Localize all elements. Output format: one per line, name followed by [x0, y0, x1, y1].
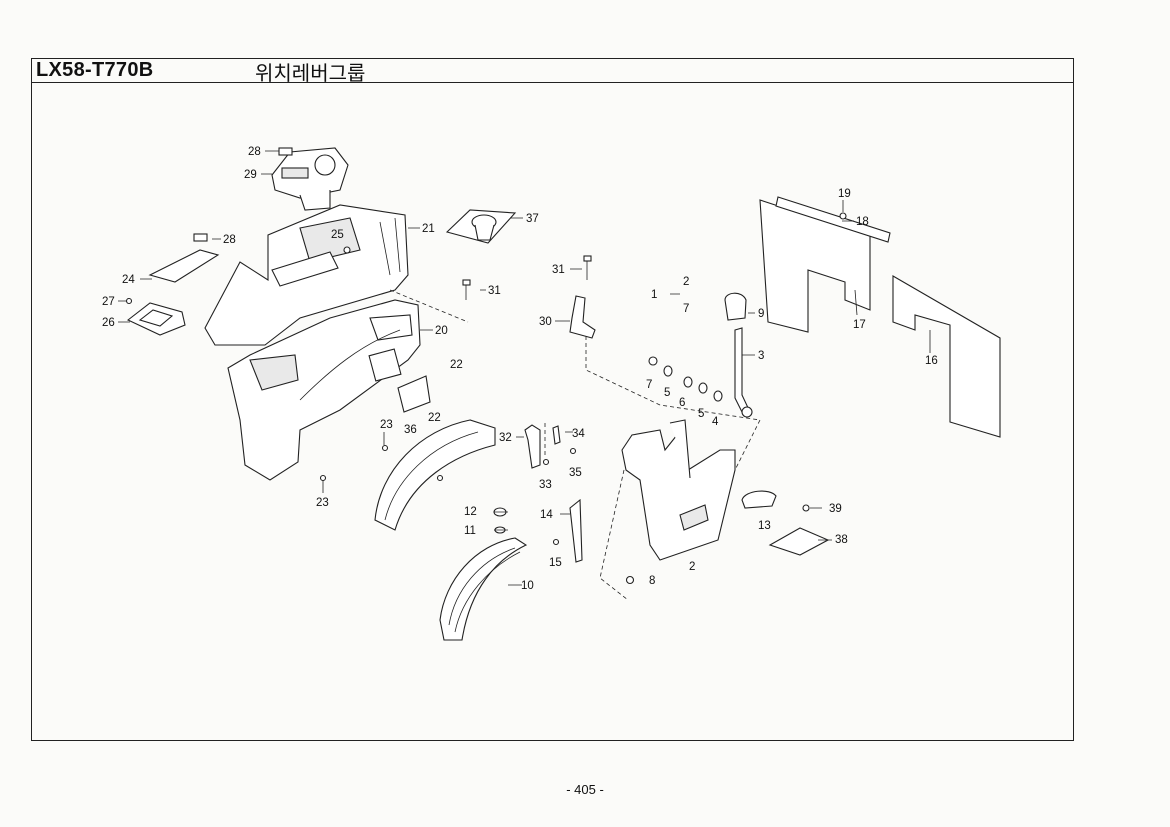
callout-2-top: 2 — [683, 276, 689, 288]
part-4-washer — [713, 390, 723, 402]
part-27-screw — [125, 297, 133, 305]
callout-5-right: 5 — [698, 408, 704, 420]
part-5-washer-b — [698, 382, 708, 394]
part-13-pad — [741, 490, 777, 509]
callout-32: 32 — [499, 432, 512, 444]
part-2-main-bracket — [621, 419, 736, 561]
part-14-stay — [569, 498, 583, 563]
callout-22-lower: 22 — [428, 412, 441, 424]
callout-33: 33 — [539, 479, 552, 491]
callout-15: 15 — [549, 557, 562, 569]
callout-31-right: 31 — [552, 264, 565, 276]
callout-38: 38 — [835, 534, 848, 546]
callout-37: 37 — [526, 213, 539, 225]
callout-2-bottom: 2 — [689, 561, 695, 573]
callout-25: 25 — [331, 229, 344, 241]
part-24-switch-panel — [148, 249, 220, 283]
callout-18: 18 — [856, 216, 869, 228]
part-9-grommet — [724, 292, 747, 321]
part-29-bezel — [271, 147, 349, 211]
callout-29: 29 — [244, 169, 257, 181]
callout-23-lower: 23 — [316, 497, 329, 509]
part-8-bolt — [625, 575, 635, 585]
part-17-mat — [759, 199, 871, 333]
part-31-bolt-right — [583, 255, 592, 280]
callout-4: 4 — [712, 416, 719, 428]
part-7-nut — [648, 356, 658, 366]
callout-9: 9 — [758, 308, 764, 320]
callout-11: 11 — [464, 525, 476, 537]
callout-39: 39 — [829, 503, 842, 515]
callout-14: 14 — [540, 509, 553, 521]
part-32-bracket — [524, 424, 541, 469]
part-5-washer-a — [663, 365, 673, 377]
callout-3: 3 — [758, 350, 764, 362]
part-28-pad-lower — [193, 233, 208, 242]
callout-13: 13 — [758, 520, 771, 532]
drawing-frame — [31, 58, 1074, 741]
model-code: LX58-T770B — [36, 59, 154, 81]
part-10-step — [439, 537, 528, 641]
part-6-spring-washer — [683, 376, 693, 388]
callout-23-upper: 23 — [380, 419, 393, 431]
callout-8: 8 — [649, 575, 655, 587]
group-title: 위치레버그룹 — [255, 61, 366, 85]
connection-lines — [389, 289, 761, 601]
callout-24: 24 — [122, 274, 135, 286]
part-28-pad-upper — [278, 147, 293, 156]
callout-21: 21 — [422, 223, 435, 235]
callout-12: 12 — [464, 506, 477, 518]
callout-7-bottom: 7 — [646, 379, 652, 391]
part-23-screw-a — [381, 444, 389, 452]
part-37-cup-holder — [445, 209, 517, 244]
callout-30: 30 — [539, 316, 552, 328]
callout-20: 20 — [435, 325, 448, 337]
callout-6: 6 — [679, 397, 685, 409]
callout-19: 19 — [838, 188, 851, 200]
callout-34: 34 — [572, 428, 585, 440]
part-22-fender-panel — [374, 419, 496, 531]
part-16-mat — [892, 275, 1001, 438]
part-30-bracket — [569, 295, 596, 339]
header-rule — [31, 82, 1074, 83]
callout-16: 16 — [925, 355, 938, 367]
part-3-lever — [734, 327, 753, 418]
page-number: - 405 - — [566, 782, 604, 797]
part-20-console-body — [227, 299, 421, 481]
callout-26: 26 — [102, 317, 115, 329]
part-31-bolt-left — [462, 279, 471, 300]
part-25-screw — [343, 246, 351, 254]
part-34-bracket — [552, 425, 561, 445]
part-23-screw-b — [319, 474, 327, 482]
part-33-bolt — [542, 458, 550, 466]
callout-10: 10 — [521, 580, 534, 592]
callout-22-upper: 22 — [450, 359, 463, 371]
callout-35: 35 — [569, 467, 582, 479]
part-36-cover — [397, 375, 431, 413]
part-39-bolt — [802, 504, 810, 512]
part-35-bolt — [569, 447, 577, 455]
leader-lines — [118, 150, 931, 586]
part-38-plate — [768, 527, 830, 556]
callout-7-top: 7 — [683, 303, 689, 315]
part-15-bolt — [552, 538, 560, 546]
part-19-screw — [839, 212, 847, 220]
callout-27: 27 — [102, 296, 115, 308]
callout-17: 17 — [853, 319, 866, 331]
callout-5-left: 5 — [664, 387, 670, 399]
callout-28-upper: 28 — [248, 146, 261, 158]
callout-31-left: 31 — [488, 285, 501, 297]
callout-1: 1 — [651, 289, 657, 301]
callout-28-lower: 28 — [223, 234, 236, 246]
part-26-frame-plate — [126, 302, 186, 336]
callout-36: 36 — [404, 424, 417, 436]
